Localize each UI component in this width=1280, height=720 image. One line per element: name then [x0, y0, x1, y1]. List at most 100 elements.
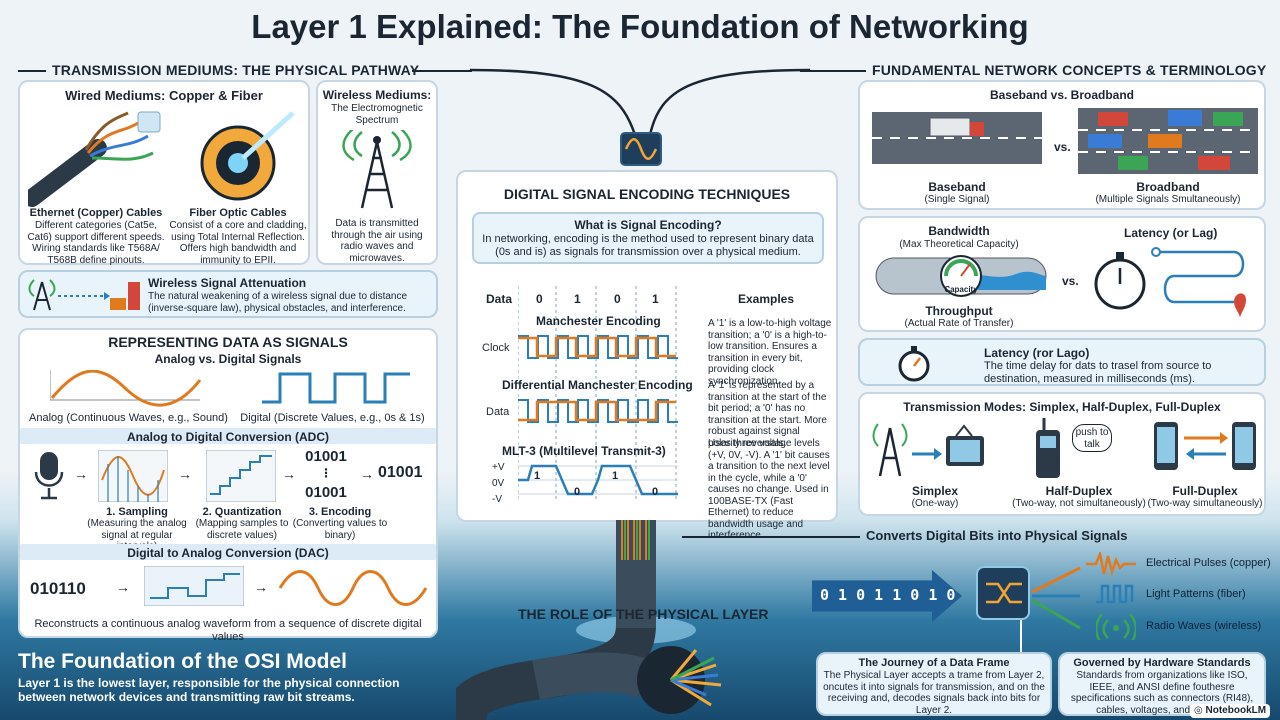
data-bit-2: 0 — [614, 292, 621, 306]
clock-label: Clock — [482, 342, 510, 354]
fiber-cable-icon — [200, 111, 295, 201]
mlt3-bit-0: 1 — [534, 470, 541, 482]
bits-stream: 0 1 0 1 1 0 1 0 — [820, 586, 956, 604]
adc-title: Analog to Digital Conversion (ADC) — [127, 430, 329, 444]
copper-cable-icon — [28, 111, 161, 207]
dac-title: Digital to Analog Conversion (DAC) — [127, 546, 329, 560]
copper-text: Different categories (Cat5e, Cat6) suppo… — [27, 220, 165, 266]
push-to-talk-bubble: push to talk — [1072, 424, 1112, 452]
bandwidth-vs: vs. — [1062, 274, 1079, 288]
dac-analog-wave — [278, 570, 428, 606]
microphone-icon — [34, 452, 64, 500]
signal-monitor-icon — [620, 132, 662, 166]
attenuation-title: Wireless Signal Attenuation — [148, 276, 307, 290]
digital-label: Digital (Discrete Values, e.g., 0s & 1s) — [240, 412, 425, 424]
wireless-text: Data is transmitted through the air usin… — [331, 218, 423, 264]
wired-mediums-card: Wired Mediums: Copper & Fiber Ethernet (… — [18, 80, 310, 266]
adc-arrow-4: → — [360, 466, 374, 482]
governed-card: Governed by Hardware Standards Standards… — [1058, 652, 1266, 716]
data-bit-0: 0 — [536, 292, 543, 306]
governed-text: Standards from organizations like ISO, I… — [1070, 670, 1254, 716]
step3-text: (Converting values to binary) — [292, 518, 388, 541]
baseband-vs: vs. — [1054, 140, 1071, 154]
right-header-rule — [800, 70, 866, 72]
baseband-label: Baseband — [928, 180, 986, 194]
diff-manchester-waveform — [518, 399, 678, 423]
radio-waves-icon — [1096, 613, 1136, 640]
radio-tower-icon — [342, 130, 412, 209]
electrical-label: Electrical Pulses (copper) — [1146, 557, 1271, 569]
attenuation-icon — [28, 279, 140, 311]
throughput-sub: (Actual Rate of Transfer) — [904, 318, 1014, 329]
wireless-mediums-card: Wireless Mediums: The Electromognetic Sp… — [316, 80, 438, 265]
step1-title: 1. Sampling — [106, 506, 168, 518]
full-duplex-label: Full-Duplex — [1172, 484, 1238, 498]
half-duplex-sub: (Two-way, not simultaneously) — [1012, 498, 1146, 509]
analog-wave — [50, 370, 202, 407]
adc-arrow-1: → — [74, 466, 88, 482]
adc-bits-b: 01001 — [305, 484, 347, 501]
notebooklm-logo-icon: ◎ — [1194, 705, 1206, 716]
latency-lag-title: Latency (or Lag) — [1124, 226, 1218, 240]
data-bit-3: 1 — [652, 292, 659, 306]
transmission-modes-card: Transmission Modes: Simplex, Half-Duplex… — [858, 392, 1266, 516]
sampling-graph — [98, 450, 168, 502]
data-bit-1: 1 — [574, 292, 581, 306]
copper-title: Ethernet (Copper) Cables — [29, 207, 163, 219]
what-is-encoding-box: What is Signal Encoding? In networking, … — [472, 212, 824, 264]
stopwatch-path-icon — [1094, 247, 1246, 318]
cable-illustration — [456, 520, 722, 720]
manchester-waveform — [518, 335, 678, 359]
analog-label: Analog (Continuous Waves, e.g., Sound) — [29, 412, 228, 424]
attenuation-text: The natural weakening of a wireless sign… — [148, 291, 408, 314]
quantization-graph — [206, 450, 276, 502]
bandwidth-title: Bandwidth — [928, 224, 990, 238]
wireless-title: Wireless Mediums: — [322, 88, 432, 102]
mlt3-level-minus: -V — [492, 494, 502, 505]
mlt3-text: Uses three voltage levels (+V, 0V, -V). … — [708, 438, 830, 541]
converts-rule — [682, 536, 860, 538]
converts-title: Converts Digital Bits into Physical Sign… — [866, 528, 1128, 543]
manchester-text: A '1' is a low-to-high voltage transitio… — [708, 318, 832, 387]
fiber-title: Fiber Optic Cables — [189, 207, 287, 219]
baseband-sub: (Single Signal) — [924, 194, 990, 205]
adc-arrow-2: → — [178, 466, 192, 482]
governed-title: Governed by Hardware Standards — [1073, 657, 1251, 669]
adc-band — [20, 428, 436, 444]
full-duplex-icon — [1154, 422, 1256, 470]
bandwidth-pipe — [875, 255, 1047, 297]
broadband-label: Broadband — [1136, 180, 1200, 194]
latency-text: The time delay for dats to trasel from s… — [984, 360, 1212, 385]
mlt3-bit-1: 0 — [574, 486, 581, 498]
examples-label: Examples — [738, 292, 795, 306]
encoding-title: DIGITAL SIGNAL ENCODING TECHNIQUES — [503, 186, 791, 202]
simplex-label: Simplex — [911, 484, 959, 498]
journey-card: The Journey of a Data Frame The Physical… — [816, 652, 1052, 716]
mlt3-waveform — [518, 464, 678, 496]
baseband-title: Baseband vs. Broadband — [989, 88, 1135, 102]
broadband-sub: (Multiple Signals Smultaneously) — [1095, 194, 1241, 205]
step2-text: (Mapping samples to discrete values) — [195, 518, 289, 541]
fiber-text: Consist of a core and cladding, using To… — [169, 220, 307, 266]
adc-bits-a: 01001 — [305, 448, 347, 465]
osi-title: The Foundation of the OSI Model — [18, 650, 347, 673]
dac-band — [20, 544, 436, 560]
step3-title: 3. Encoding — [308, 506, 372, 518]
dac-arrow-1: → — [116, 579, 130, 595]
mlt3-title: MLT-3 (Multilevel Transmit-3) — [502, 444, 666, 458]
what-title: What is Signal Encoding? — [574, 218, 722, 232]
half-duplex-label: Half-Duplex — [1045, 484, 1113, 498]
light-pattern-icon — [1096, 584, 1134, 604]
light-label: Light Patterns (fiber) — [1146, 588, 1246, 600]
adc-arrow-3: → — [282, 466, 296, 482]
diff-manchester-title: Differential Manchester Encoding — [502, 378, 693, 392]
representing-title: REPRESENTING DATA AS SIGNALS — [108, 334, 348, 350]
baseband-card: Baseband vs. Broadband vs. Baseband (Sin… — [858, 80, 1266, 210]
dac-arrow-2: → — [254, 579, 268, 595]
throughput-label: Throughput — [925, 304, 993, 318]
dac-bits: 010110 — [30, 579, 86, 598]
dac-text: Reconstructs a continuous analog wavefor… — [34, 618, 422, 643]
electrical-pulse-icon — [1086, 552, 1136, 576]
left-header-rule — [18, 70, 46, 72]
data-label: Data — [486, 292, 513, 306]
